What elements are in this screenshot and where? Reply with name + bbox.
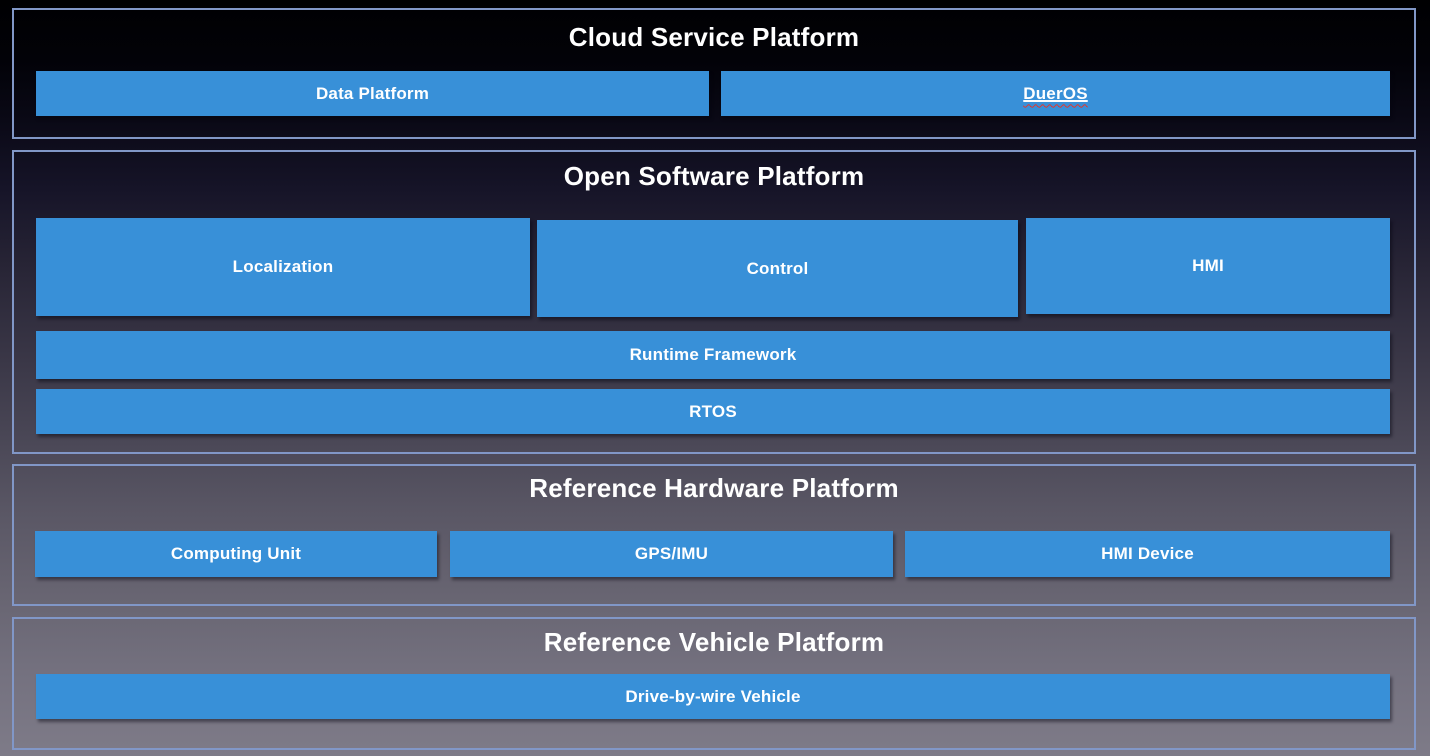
box-label: HMI (1192, 256, 1224, 275)
box-rtos: RTOS (36, 389, 1390, 434)
box-gps-imu: GPS/IMU (450, 531, 893, 577)
box-drive-by-wire-vehicle: Drive-by-wire Vehicle (36, 674, 1390, 719)
section-cloud-service-platform: Cloud Service Platform Data Platform Due… (12, 8, 1416, 139)
section-title-cloud-service-platform: Cloud Service Platform (568, 22, 860, 52)
box-computing-unit: Computing Unit (35, 531, 437, 577)
box-label: Drive-by-wire Vehicle (625, 686, 801, 706)
section-title-open-software-platform: Open Software Platform (563, 161, 865, 191)
section-title-reference-hardware-platform: Reference Hardware Platform (529, 473, 899, 503)
box-label: RTOS (689, 401, 737, 421)
box-label: GPS/IMU (634, 544, 709, 563)
underline-wrap: DuerOS (1023, 84, 1088, 104)
section-open-software-platform: Open Software Platform Localization Cont… (12, 150, 1416, 454)
box-label: Data Platform (315, 83, 430, 103)
box-label: DuerOS (1023, 83, 1088, 103)
box-localization: Localization (36, 218, 530, 316)
box-hmi-device: HMI Device (905, 531, 1390, 577)
section-reference-vehicle-platform: Reference Vehicle Platform Drive-by-wire… (12, 617, 1416, 750)
box-label: Computing Unit (170, 544, 302, 563)
box-dueros: DuerOS (721, 71, 1390, 116)
box-hmi: HMI (1026, 218, 1390, 314)
section-title-reference-vehicle-platform: Reference Vehicle Platform (543, 627, 885, 657)
box-label: Control (746, 258, 809, 278)
box-label: Runtime Framework (629, 345, 797, 364)
box-runtime-framework: Runtime Framework (36, 331, 1390, 379)
box-label: HMI Device (1101, 544, 1194, 563)
box-control: Control (537, 220, 1018, 317)
section-reference-hardware-platform: Reference Hardware Platform Computing Un… (12, 464, 1416, 606)
box-label: Localization (232, 257, 334, 276)
box-data-platform: Data Platform (36, 71, 709, 116)
